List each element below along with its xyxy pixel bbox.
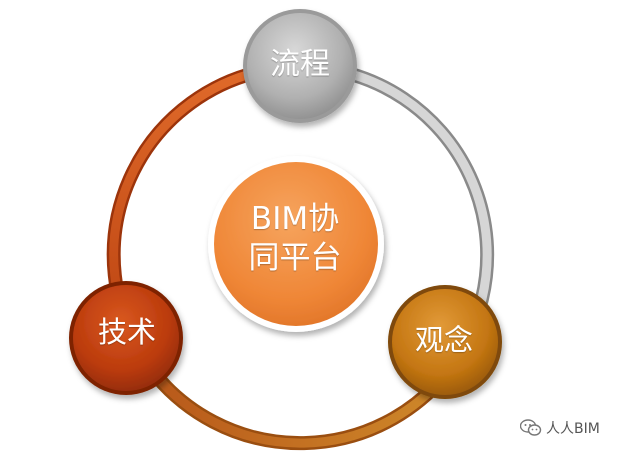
watermark-text: 人人BIM xyxy=(546,421,600,437)
node-right-label: 观念 xyxy=(414,323,473,357)
node-top-label: 流程 xyxy=(270,47,330,82)
node-left xyxy=(69,281,183,395)
center-label-line1: BIM协 xyxy=(250,201,340,237)
node-right xyxy=(388,285,502,399)
node-center xyxy=(208,156,384,332)
wechat-icon xyxy=(520,419,542,437)
center-label-line2: 同平台 xyxy=(248,239,342,276)
node-center-label: BIM协 同平台 xyxy=(205,200,385,278)
node-top xyxy=(243,9,357,123)
watermark: 人人BIM xyxy=(520,418,600,438)
node-left-label: 技术 xyxy=(97,315,156,349)
